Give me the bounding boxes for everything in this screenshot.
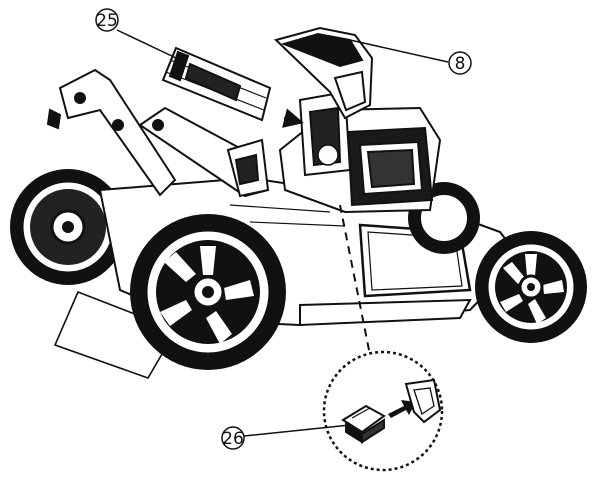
callout-25-label: 25	[96, 11, 118, 31]
handle-illustration	[46, 68, 270, 198]
callout-26-label: 26	[222, 429, 244, 449]
cover-lid-illustration	[274, 26, 374, 120]
callout-25: 25	[95, 8, 177, 59]
front-wheel-illustration	[130, 214, 286, 370]
safety-key-illustration	[341, 404, 386, 444]
callout-8-label: 8	[455, 54, 466, 74]
callout-26: 26	[221, 424, 351, 450]
key-slot-illustration	[404, 378, 442, 424]
motor-housing-illustration	[278, 90, 442, 214]
key-insert-arrow	[388, 400, 416, 418]
battery-pack-illustration	[161, 46, 272, 122]
detail-guide-line	[339, 204, 371, 356]
insert-direction-arrow	[282, 108, 304, 128]
rear-wheel-illustration	[475, 231, 587, 343]
rear-left-wheel-illustration	[10, 169, 126, 285]
detail-inset-circle	[322, 350, 444, 472]
callout-8: 8	[349, 39, 472, 75]
